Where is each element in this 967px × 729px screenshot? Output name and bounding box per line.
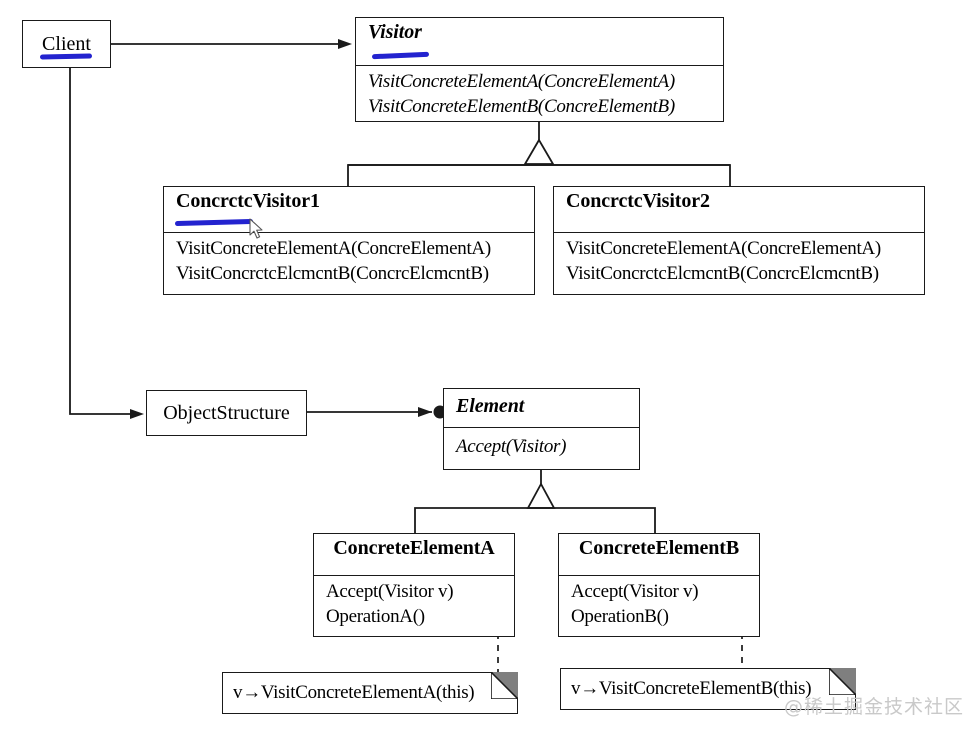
association-client-objectstructure (69, 68, 144, 419)
method-row: OperationB() (571, 606, 669, 628)
visitor-methods-compartment: VisitConcreteElementA(ConcreElementA) Vi… (356, 65, 723, 122)
note-box-a[interactable]: v→VisitConcreteElementA(this) (222, 672, 518, 714)
note-box-b[interactable]: v→VisitConcreteElementB(this) (560, 668, 856, 710)
class-name-concrete-element-b: ConcreteElementB (578, 537, 740, 559)
class-name-concrete-element-a: ConcreteElementA (333, 537, 495, 559)
concrete-element-b-methods-compartment: Accept(Visitor v) OperationB() (559, 575, 759, 632)
note-fold-edge-icon (491, 672, 518, 699)
method-row: VisitConcreteElementB(ConcreElementB) (368, 96, 675, 118)
concrete-visitor-2-methods-compartment: VisitConcreteElementA(ConcreElementA) Vi… (554, 232, 924, 289)
method-row: Accept(Visitor) (456, 436, 567, 457)
generalization-visitor (347, 121, 731, 186)
method-row: VisitConcreteElementA(ConcreElementA) (368, 71, 675, 92)
note-text-a: v→VisitConcreteElementA(this) (233, 682, 475, 703)
concrete-visitor-1-methods-compartment: VisitConcreteElementA(ConcreElementA) Vi… (164, 232, 534, 289)
concrete-element-a-methods-compartment: Accept(Visitor v) OperationA() (314, 575, 514, 632)
class-box-visitor[interactable]: Visitor VisitConcreteElementA(ConcreElem… (355, 17, 724, 122)
class-name-client: Client (42, 32, 91, 55)
method-row: Accept(Visitor v) (571, 581, 699, 602)
class-name-visitor: Visitor (368, 21, 422, 43)
class-box-concrete-visitor-1[interactable]: ConcrctcVisitor1 VisitConcreteElementA(C… (163, 186, 535, 295)
class-name-concrete-visitor-1: ConcrctcVisitor1 (176, 190, 320, 212)
element-methods-compartment: Accept(Visitor) (444, 427, 639, 462)
class-box-concrete-element-b[interactable]: ConcreteElementB Accept(Visitor v) Opera… (558, 533, 760, 637)
method-row: Accept(Visitor v) (326, 581, 454, 602)
association-objectstructure-element (307, 405, 447, 419)
class-name-concrete-visitor-2: ConcrctcVisitor2 (566, 190, 710, 212)
class-box-object-structure[interactable]: ObjectStructure (146, 390, 307, 436)
class-name-object-structure: ObjectStructure (163, 401, 290, 424)
note-text-b: v→VisitConcreteElementB(this) (571, 678, 812, 699)
class-box-concrete-visitor-2[interactable]: ConcrctcVisitor2 VisitConcreteElementA(C… (553, 186, 925, 295)
association-client-visitor (111, 39, 352, 49)
class-box-concrete-element-a[interactable]: ConcreteElementA Accept(Visitor v) Opera… (313, 533, 515, 637)
method-row: VisitConcreteElementA(ConcreElementA) (566, 238, 881, 259)
class-box-client[interactable]: Client (22, 20, 111, 68)
class-box-element[interactable]: Element Accept(Visitor) (443, 388, 640, 470)
method-row: OperationA() (326, 606, 425, 628)
class-name-element: Element (456, 395, 525, 417)
method-row: VisitConcrctcElcmcntB(ConcrcElcmcntB) (566, 263, 879, 285)
note-fold-edge-icon (829, 668, 856, 695)
method-row: VisitConcreteElementA(ConcreElementA) (176, 238, 491, 259)
generalization-element (414, 470, 656, 533)
method-row: VisitConcrctcElcmcntB(ConcrcElcmcntB) (176, 263, 489, 285)
